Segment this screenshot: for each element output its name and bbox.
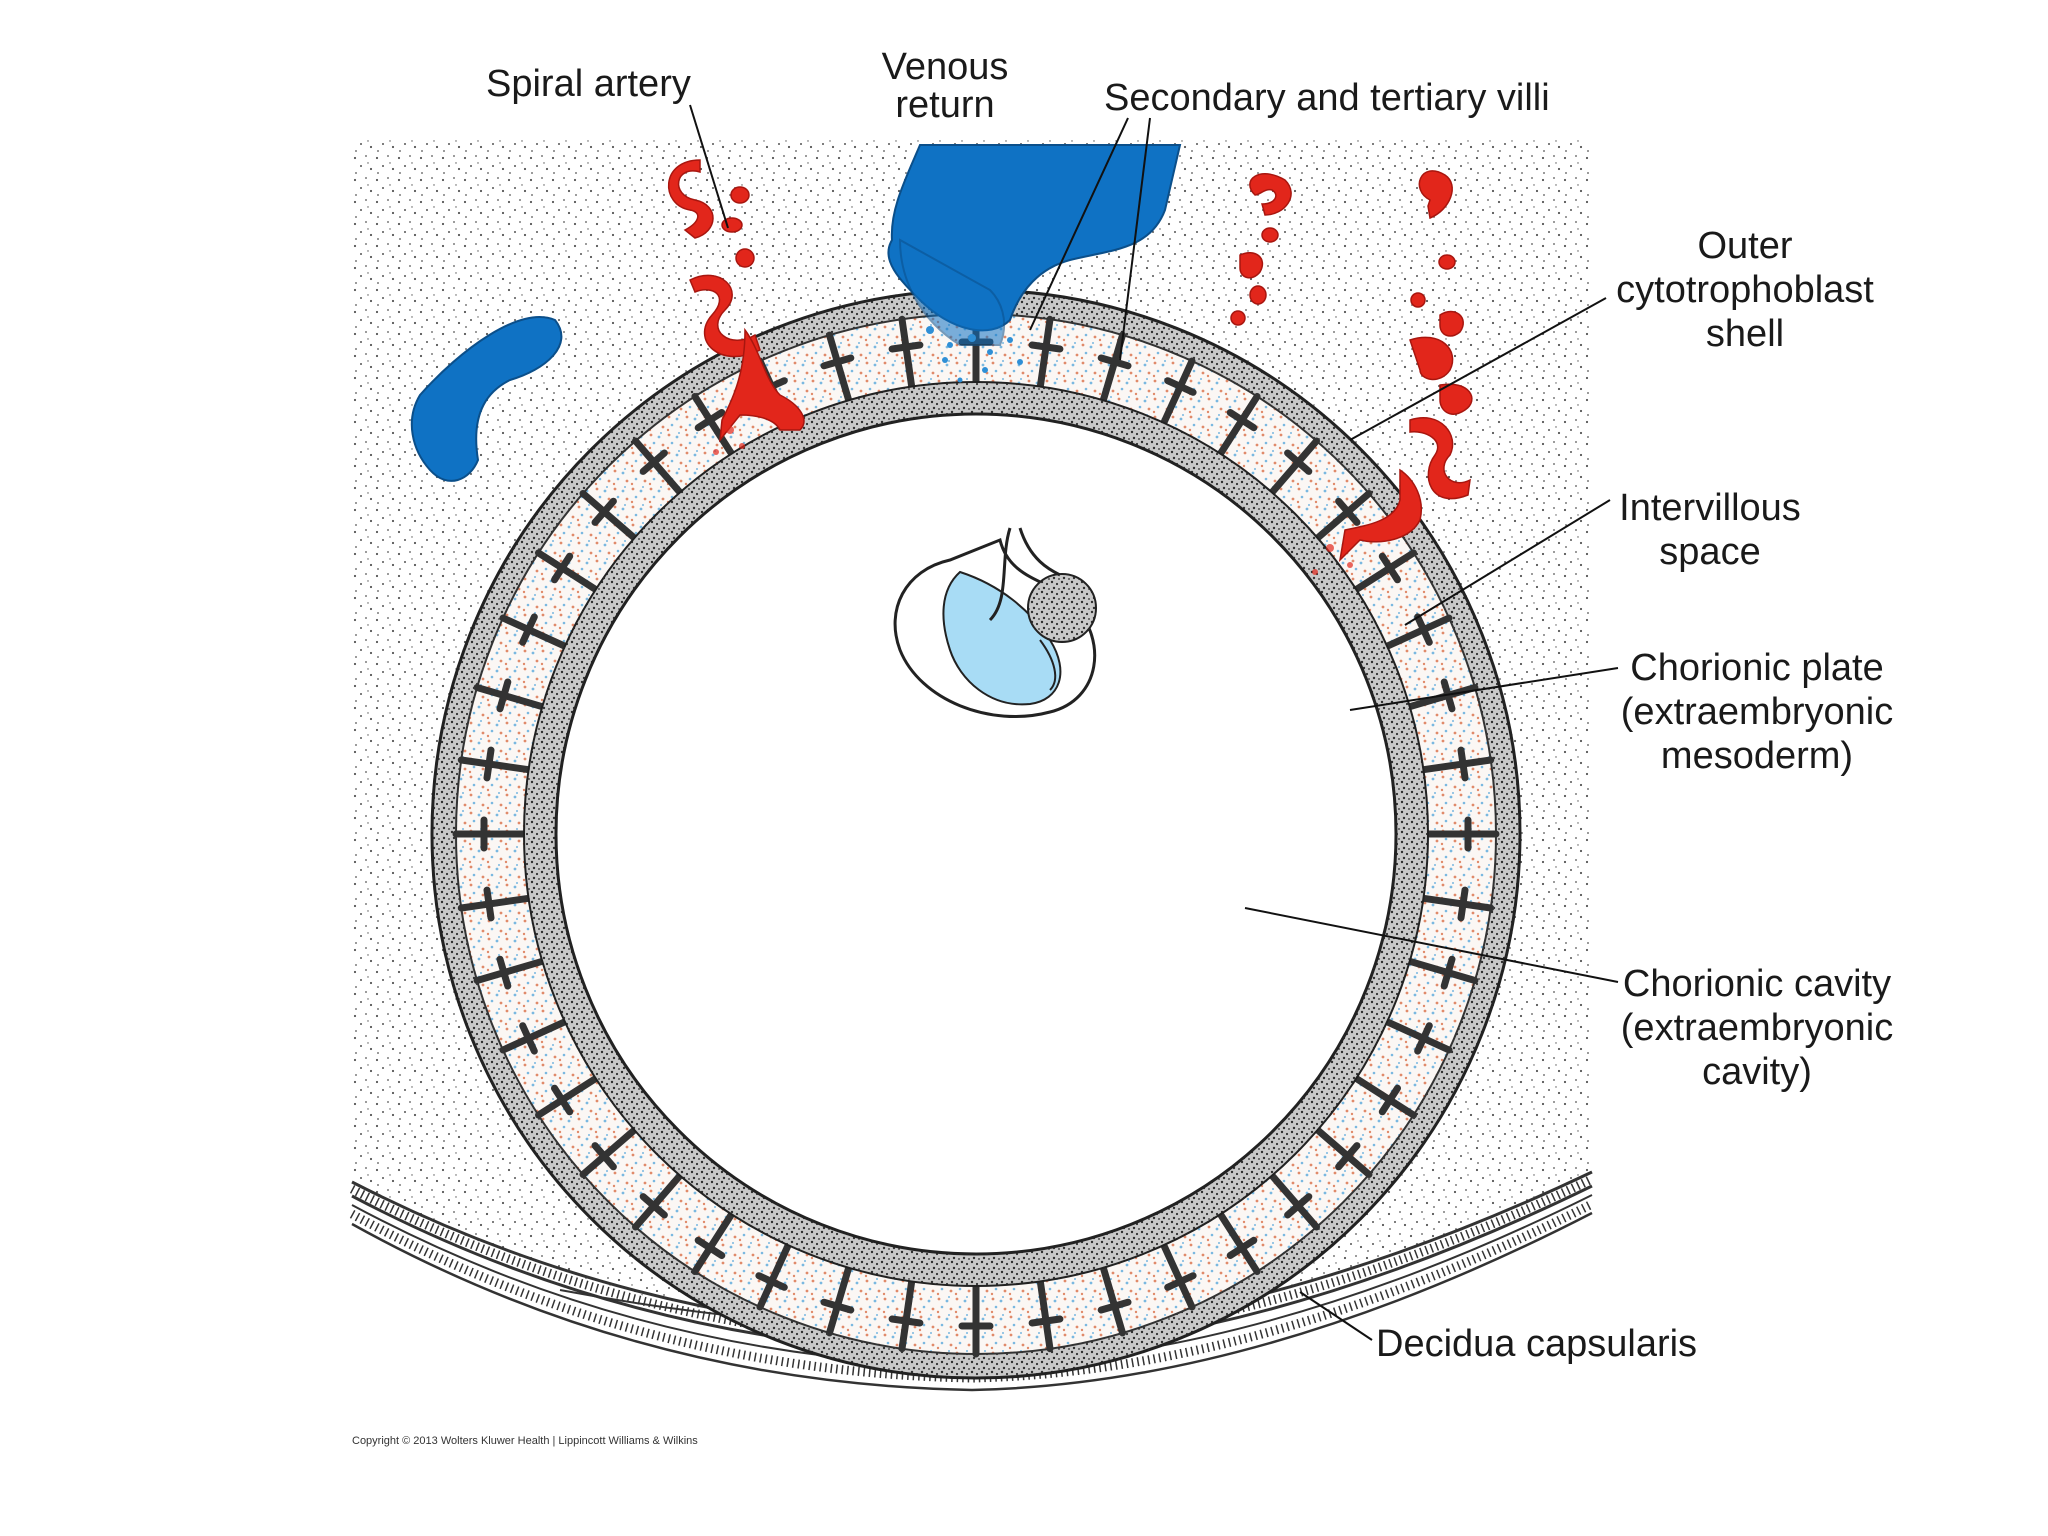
villus-stem	[499, 613, 569, 650]
villus-stem	[1419, 886, 1495, 922]
venous-spray	[926, 326, 1023, 383]
label-chorionic-cavity-line2: (extraembryonic	[1620, 1007, 1894, 1049]
villus-stem	[1216, 393, 1261, 458]
villus-stem	[1160, 357, 1197, 427]
villus-stem	[1268, 437, 1320, 496]
copyright-notice: Copyright © 2013 Wolters Kluwer Health |…	[352, 1435, 698, 1447]
venous-return-vessel	[887, 144, 1182, 346]
arterial-spray	[713, 426, 1353, 575]
villus-stem	[452, 816, 528, 852]
villus-stem	[632, 1172, 684, 1231]
villus-stem	[1097, 331, 1132, 404]
label-decidua-capsularis: Decidua capsularis	[1376, 1323, 1698, 1365]
label-chorionic-cavity-line1: Chorionic cavity	[1622, 963, 1892, 1005]
label-outer-shell-line1: Outer	[1697, 225, 1793, 267]
villus-stem	[1028, 1277, 1064, 1353]
villus-stem	[888, 1277, 924, 1353]
villus-stem	[535, 1074, 600, 1119]
spiral-artery-right-top	[1230, 173, 1292, 326]
villus-stem	[1406, 955, 1479, 990]
villus-stem	[1216, 1210, 1261, 1275]
villus-stem	[1383, 1018, 1453, 1055]
label-venous-return: Venous return	[870, 48, 1020, 124]
villus-stem	[473, 955, 546, 990]
villus-stem	[820, 1264, 855, 1337]
villus-stem	[888, 315, 924, 391]
villus-stem	[1160, 1241, 1197, 1311]
label-chorionic-plate-line2: (extraembryonic	[1620, 691, 1894, 733]
spiral-artery-right	[1338, 170, 1473, 563]
villus-stem	[1383, 613, 1453, 650]
villus-stem	[1406, 678, 1479, 713]
chorionic-cavity	[554, 412, 1398, 1256]
label-chorionic-cavity-line3: cavity)	[1702, 1051, 1812, 1093]
label-chorionic-plate-line1: Chorionic plate	[1630, 647, 1884, 689]
label-chorionic-cavity: Chorionic cavity (extraembryonic cavity)	[1612, 962, 1902, 1094]
embryo	[893, 527, 1097, 718]
spiral-artery-left	[667, 159, 805, 443]
villus-stem	[1028, 315, 1064, 391]
label-intervillous-line2: space	[1659, 531, 1761, 573]
villus-stem	[1314, 1126, 1373, 1178]
villus-stem	[755, 1241, 792, 1311]
villus-stem	[1419, 746, 1495, 782]
villus-stem	[632, 437, 684, 496]
villus-stem	[820, 331, 855, 404]
villus-stem	[1097, 1264, 1132, 1337]
label-outer-cytotrophoblast-shell: Outer cytotrophoblast shell	[1610, 224, 1880, 356]
villus-stem	[1352, 549, 1417, 594]
villus-stem	[691, 393, 736, 458]
villus-stem	[457, 886, 533, 922]
villus-stem	[1314, 490, 1373, 542]
villus-stem	[958, 1282, 994, 1358]
villus-stem	[691, 1210, 736, 1275]
leader-lines	[689, 104, 1619, 1341]
villus-stem	[579, 1126, 638, 1178]
villus-stem	[1424, 816, 1500, 852]
vein-fragment	[410, 316, 563, 482]
villus-stem	[535, 549, 600, 594]
label-chorionic-plate-line3: mesoderm)	[1660, 735, 1854, 777]
label-secondary-tertiary-villi: Secondary and tertiary villi	[1104, 77, 1550, 119]
villi-stems	[452, 310, 1500, 1358]
label-outer-shell-line3: shell	[1705, 313, 1785, 355]
label-venous-return-line1: Venous	[881, 46, 1009, 88]
villus-stem	[457, 746, 533, 782]
label-chorionic-plate: Chorionic plate (extraembryonic mesoderm…	[1612, 646, 1902, 778]
villus-stem	[1268, 1172, 1320, 1231]
chorionic-sac	[430, 288, 1522, 1380]
villus-stem	[499, 1018, 569, 1055]
label-outer-shell-line2: cytotrophoblast	[1616, 269, 1874, 311]
villus-stem	[1352, 1074, 1417, 1119]
label-intervillous-line1: Intervillous	[1619, 487, 1801, 529]
label-intervillous-space: Intervillous space	[1612, 486, 1808, 574]
villus-stem	[473, 678, 546, 713]
label-spiral-artery: Spiral artery	[486, 63, 691, 105]
villus-stem	[579, 490, 638, 542]
label-venous-return-line2: return	[895, 84, 995, 126]
